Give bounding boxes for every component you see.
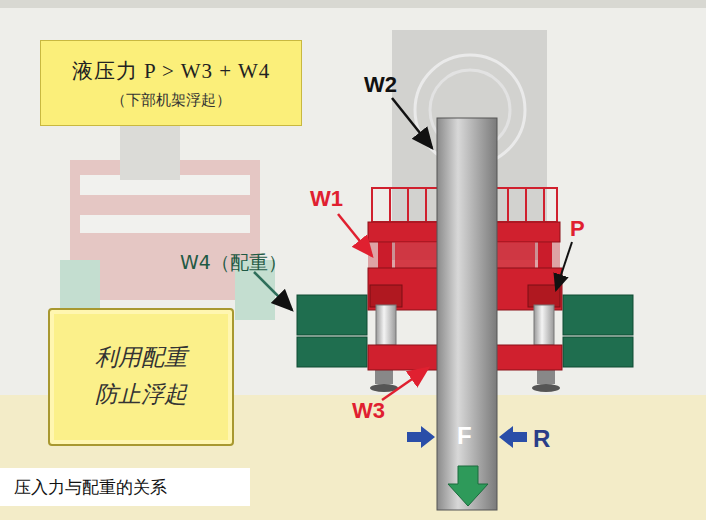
node-heading: 利用配重 防止浮起 <box>91 340 191 414</box>
weight-label: W1 <box>310 186 343 212</box>
formula-box: 液压力 P > W3 + W4 （下部机架浮起） <box>40 40 302 126</box>
node-heading: 液压力 P > W3 + W4 <box>72 57 271 85</box>
caption: 压入力与配重的关系 <box>14 476 167 499</box>
node-body: （下部机架浮起） <box>111 91 231 110</box>
counterweight-label: W4（配重） <box>180 250 287 276</box>
weight-label: W2 <box>364 72 397 98</box>
pressure-label: P <box>570 216 585 242</box>
weight-label: W3 <box>352 398 385 424</box>
scroll-note: 利用配重 防止浮起 <box>48 308 234 446</box>
reaction-label: R <box>533 425 550 453</box>
force-label: F <box>457 422 472 450</box>
